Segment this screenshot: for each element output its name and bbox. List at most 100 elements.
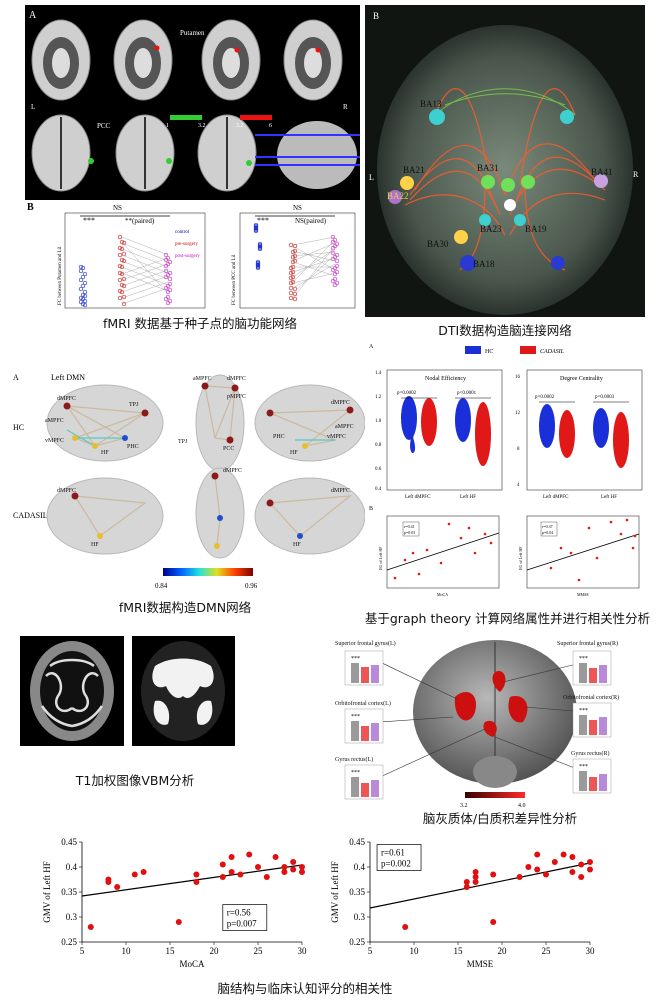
dot <box>78 295 84 301</box>
svg-text:post-surgery: post-surgery <box>175 254 200 259</box>
dot <box>119 282 125 288</box>
data-point <box>560 851 567 858</box>
data-point <box>578 874 585 880</box>
dot <box>119 257 125 263</box>
x-tick-label: 5 <box>80 946 85 956</box>
svg-text:dMPFC: dMPFC <box>57 396 76 402</box>
data-point <box>228 854 235 860</box>
svg-text:***: *** <box>579 708 588 714</box>
y-tick-label: 0.35 <box>349 887 365 897</box>
svg-text:***: *** <box>351 656 360 662</box>
dot <box>121 276 127 282</box>
caption-dti: DTI数据构造脑连接网络 <box>438 323 572 338</box>
svg-text:Left dMPFC: Left dMPFC <box>543 495 569 500</box>
paired-line <box>121 263 169 281</box>
dot <box>82 302 88 308</box>
dot <box>117 270 123 276</box>
dot <box>290 254 296 260</box>
cbar-red-min: 3.2 <box>236 123 244 129</box>
dot <box>167 270 173 276</box>
dti-label: B <box>373 11 379 21</box>
svg-text:dMPFC: dMPFC <box>223 468 242 474</box>
fmri-seed-panel: 1 3.2 3.2 6 A Putamen PCC L R B *** NS *… <box>25 5 360 310</box>
label-pcc: PCC <box>97 122 111 130</box>
svg-text:Gyrus rectus(R): Gyrus rectus(R) <box>571 750 610 757</box>
dot <box>80 274 86 280</box>
vbm-panel <box>20 636 235 746</box>
svg-text:4: 4 <box>517 483 520 488</box>
caption-vbm: T1加权图像VBM分析 <box>75 773 195 788</box>
dot <box>334 258 340 264</box>
y-tick-label: 0.4 <box>66 862 78 872</box>
caption-graph-theory: 基于graph theory 计算网络属性并进行相关性分析 <box>364 611 651 626</box>
svg-text:PHC: PHC <box>127 444 139 450</box>
dot <box>334 241 340 247</box>
data-point <box>193 879 200 885</box>
paired-line <box>121 254 169 274</box>
dot <box>78 286 84 292</box>
svg-text:BA30: BA30 <box>427 239 449 249</box>
dmn-panel: A Left DMN HC CADASIL <box>5 368 365 593</box>
svg-text:aMPFC: aMPFC <box>193 376 212 382</box>
dot <box>119 271 125 277</box>
svg-text:vMPFC: vMPFC <box>327 434 346 440</box>
dot <box>255 265 261 271</box>
dot <box>80 283 86 289</box>
annotation-text: p=0.007 <box>227 919 257 929</box>
svg-text:0.4: 0.4 <box>375 487 382 492</box>
fmri-seed-figure: 1 3.2 3.2 6 A Putamen PCC L R B *** NS *… <box>25 5 360 309</box>
data-point <box>587 866 593 873</box>
paired-line <box>121 287 169 305</box>
dot <box>257 246 263 252</box>
svg-text:***: *** <box>83 216 95 225</box>
paired-line <box>121 275 169 293</box>
paired-line <box>121 257 169 275</box>
svg-text:4.0: 4.0 <box>518 803 526 809</box>
axial-slices-row1 <box>31 19 343 101</box>
svg-text:r=0.41: r=0.41 <box>404 524 415 529</box>
svg-text:PHC: PHC <box>273 434 285 440</box>
data-point <box>140 869 147 875</box>
dti-nodes <box>388 109 608 271</box>
dot <box>117 263 123 269</box>
y-tick-label: 0.3 <box>354 912 366 922</box>
svg-text:BA13: BA13 <box>420 99 442 109</box>
svg-text:NS: NS <box>293 204 302 212</box>
svg-text:Degree Centrality: Degree Centrality <box>560 376 603 382</box>
y-tick-label: 0.25 <box>61 937 77 947</box>
svg-text:HF: HF <box>101 450 109 456</box>
svg-text:dMPFC: dMPFC <box>227 376 246 382</box>
dot <box>121 294 127 300</box>
y-axis-label: GMV of Left HF <box>42 861 52 923</box>
svg-text:Left HF: Left HF <box>460 495 476 500</box>
svg-text:FC between PCC and Lil: FC between PCC and Lil <box>232 254 237 305</box>
dot <box>117 277 123 283</box>
dotplot-putamen: *** NS **(paired) control pre-surgery po… <box>58 204 206 309</box>
data-point <box>87 924 94 930</box>
data-point <box>131 871 138 878</box>
svg-text:dMPFC: dMPFC <box>57 488 76 494</box>
svg-text:1.2: 1.2 <box>375 395 382 400</box>
svg-text:p<0.0001: p<0.0001 <box>457 391 477 396</box>
caption-fmri-dmn: fMRI数据构造DMN网络 <box>118 600 252 615</box>
x-tick-label: 30 <box>298 946 308 956</box>
label-putamen: Putamen <box>180 29 205 37</box>
svg-text:***: *** <box>257 216 269 225</box>
dot <box>288 285 294 291</box>
dot <box>117 252 123 258</box>
x-axis-label: MoCA <box>179 959 205 969</box>
dot <box>292 296 298 302</box>
svg-text:r=0.37: r=0.37 <box>542 524 553 529</box>
dot <box>117 295 123 301</box>
x-axis-label: MMSE <box>467 959 494 969</box>
gm-bar-insets: *** *** *** *** *** <box>344 650 612 800</box>
svg-text:CADASIL: CADASIL <box>13 511 48 520</box>
dot <box>167 259 173 265</box>
svg-text:MMSE: MMSE <box>577 592 589 597</box>
data-point <box>281 869 288 875</box>
x-tick-label: 15 <box>166 946 176 956</box>
data-point <box>255 864 261 870</box>
svg-text:HC: HC <box>485 349 493 355</box>
